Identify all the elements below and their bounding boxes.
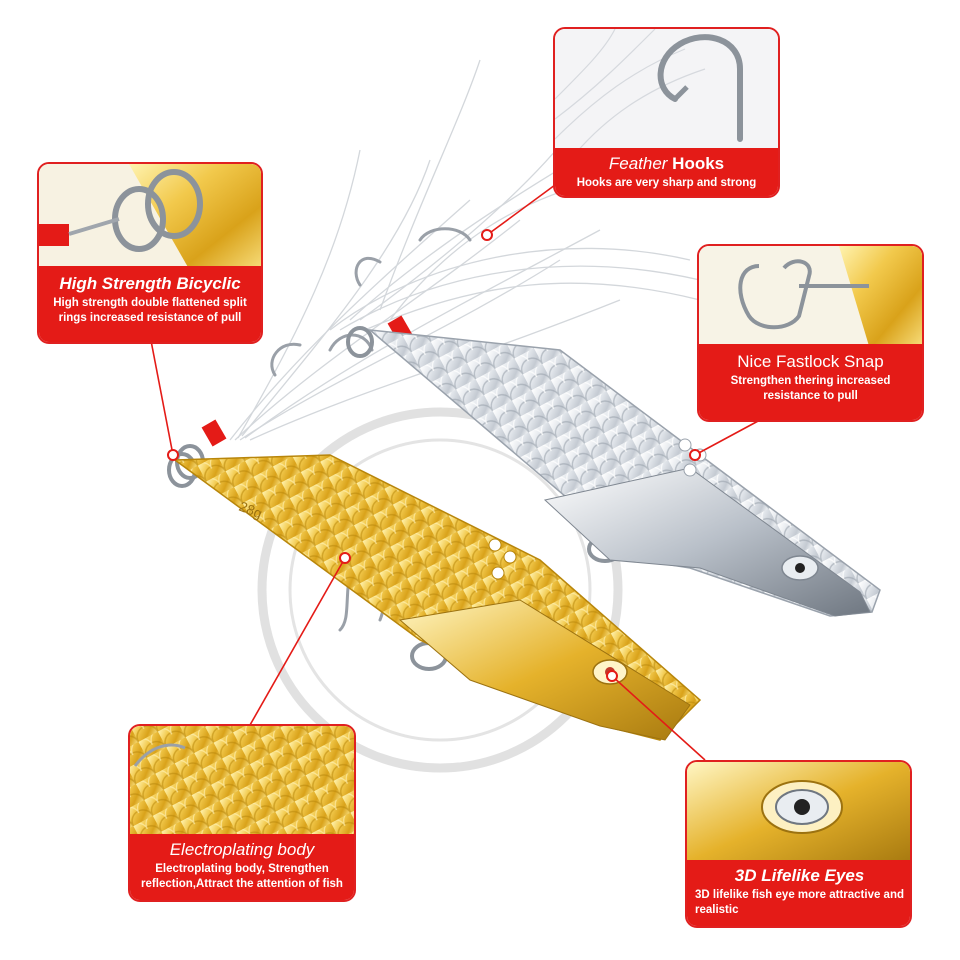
electroplating-description: Electroplating body, Strengthen reflecti… [141,863,343,890]
eye-closeup-image [687,762,910,862]
eyes-description: 3D lifelike fish eye more attractive and… [695,889,905,916]
bicyclic-callout: High Strength Bicyclic High strength dou… [37,162,263,344]
split-ring-closeup-image [39,164,261,269]
bicyclic-description: High strength double flattened split rin… [53,297,247,324]
electroplating-title: Electroplating body [169,840,315,859]
hook-closeup-image [555,29,778,154]
silver-lure [367,329,881,617]
electroplating-callout: Electroplating body Electroplating body,… [128,724,356,902]
red-thread-gold [201,419,227,447]
gold-lure: 28g [172,454,702,741]
feather-hooks-title: Feather Hooks [608,154,725,173]
bicyclic-title: High Strength Bicyclic [59,274,241,293]
eyes-callout: 3D Lifelike Eyes 3D lifelike fish eye mo… [685,760,912,928]
snap-closeup-image [699,246,922,346]
fastlock-description: Strengthen thering increased resistance … [730,375,891,402]
leader-dots [167,229,701,682]
fastlock-title: Nice Fastlock Snap [737,352,884,371]
leader-lines [147,184,761,761]
scales-closeup-image [130,726,354,836]
background-rings [257,407,623,773]
feather-hooks-description: Hooks are very sharp and strong [576,177,757,189]
feather-hooks-callout: Feather Hooks Hooks are very sharp and s… [553,27,780,198]
fastlock-callout: Nice Fastlock Snap Strengthen thering in… [697,244,924,422]
eyes-title: 3D Lifelike Eyes [734,866,865,885]
